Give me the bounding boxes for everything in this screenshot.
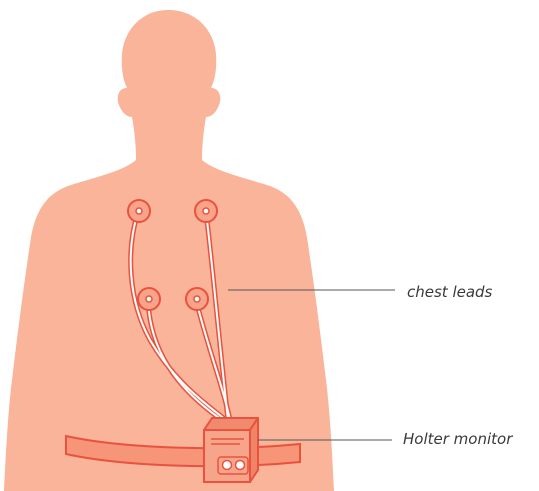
monitor-dial-right-icon (236, 461, 245, 470)
holter-monitor-device (204, 418, 258, 482)
electrode-lower-right (186, 288, 208, 310)
electrode-lower-left (138, 288, 160, 310)
electrode-upper-right (195, 200, 217, 222)
monitor-side (204, 418, 258, 430)
torso-body (4, 10, 334, 491)
electrode-upper-left (128, 200, 150, 222)
holter-monitor-label: Holter monitor (403, 432, 512, 447)
chest-leads-label: chest leads (407, 285, 492, 300)
monitor-dial-left-icon (223, 461, 232, 470)
